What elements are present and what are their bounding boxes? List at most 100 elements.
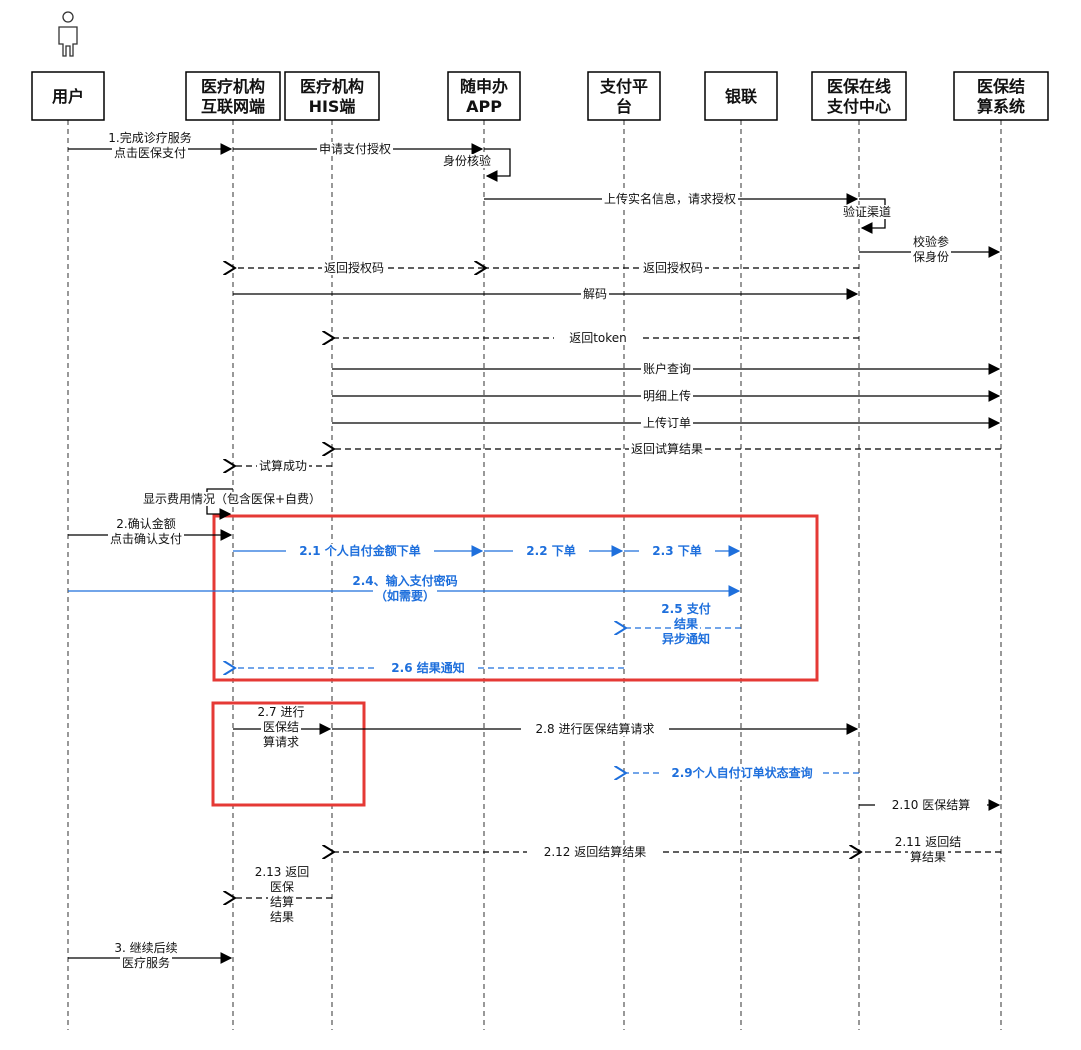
message-label: 上传实名信息，请求授权	[604, 191, 736, 206]
participant-title: 银联	[725, 87, 757, 106]
message-label: 点击确认支付	[110, 532, 182, 546]
message-label: 校验参	[913, 234, 949, 249]
message-arrow: 2.11 返回结算结果	[861, 835, 1001, 864]
participant-title: 支付中心	[826, 97, 891, 116]
participant-title: 互联网端	[201, 97, 265, 116]
message-label: 试算成功	[259, 458, 307, 473]
message-arrow: 账户查询	[332, 361, 1001, 376]
message-label: 2.13 返回	[255, 865, 310, 879]
message-arrow: 解码	[233, 287, 859, 301]
message-arrow: 返回授权码	[486, 260, 859, 275]
message-arrow: 2.10 医保结算	[859, 797, 1001, 812]
message-label: 2.确认金额	[116, 516, 175, 531]
message-label: 明细上传	[643, 388, 691, 403]
message-label: 验证渠道	[843, 204, 891, 219]
message-arrow: 返回token	[334, 331, 859, 345]
message-arrow: 验证渠道	[841, 198, 893, 234]
message-label: 2.8 进行医保结算请求	[536, 721, 655, 736]
participant-title: 医保结	[977, 77, 1025, 96]
message-label: 1.完成诊疗服务	[108, 130, 191, 145]
message-label: 2.5 支付	[661, 601, 710, 616]
message-label: 结果	[270, 910, 294, 924]
message-arrow: 2.3 下单	[624, 543, 741, 558]
message-arrow: 2.12 返回结算结果	[334, 844, 859, 859]
message-arrow: 试算成功	[235, 458, 332, 473]
message-label: 解码	[583, 287, 607, 301]
participant-title: 医疗机构	[300, 77, 364, 96]
message-label: 上传订单	[643, 415, 691, 430]
message-arrow: 2.4、输入支付密码（如需要）	[68, 573, 741, 603]
message-arrow: 明细上传	[332, 388, 1001, 403]
message-label: 2.7 进行	[258, 705, 305, 719]
message-arrow: 2.8 进行医保结算请求	[332, 721, 859, 736]
message-arrow: 2.1 个人自付金额下单	[233, 543, 484, 558]
message-label: 返回token	[569, 331, 627, 345]
participant-title: 医疗机构	[201, 77, 265, 96]
participant-title: APP	[466, 97, 502, 116]
message-arrow: 2.2 下单	[484, 543, 624, 558]
message-arrow: 2.7 进行医保结算请求	[233, 705, 332, 749]
message-label: 医保	[270, 880, 294, 894]
message-arrow: 申请支付授权	[233, 141, 484, 156]
participant-title: 支付平	[599, 77, 648, 96]
message-label: 申请支付授权	[319, 141, 391, 156]
message-label: 算请求	[263, 734, 299, 749]
message-arrow: 身份核验	[441, 148, 511, 182]
message-label: 医疗服务	[122, 955, 170, 970]
message-label: 2.11 返回结	[895, 835, 962, 849]
highlight-payment-flow	[212, 514, 819, 682]
message-arrow: 2.6 结果通知	[235, 660, 624, 675]
message-label: 3. 继续后续	[114, 941, 177, 955]
message-label: 结算	[270, 894, 294, 909]
message-label: 2.6 结果通知	[391, 660, 464, 675]
message-label: 2.10 医保结算	[892, 797, 971, 812]
participant-title: 随申办	[460, 77, 508, 96]
message-arrow: 上传实名信息，请求授权	[484, 191, 859, 206]
participant-title: HIS端	[309, 97, 356, 116]
message-arrow: 2.9个人自付订单状态查询	[626, 765, 859, 780]
participant-title: 用户	[52, 87, 84, 106]
message-label: 异步通知	[662, 631, 710, 646]
message-label: 2.1 个人自付金额下单	[299, 543, 420, 558]
message-arrow: 上传订单	[332, 415, 1001, 430]
message-arrow: 显示费用情况（包含医保+自费）	[140, 488, 324, 520]
message-label: 返回授权码	[643, 260, 703, 275]
message-label: 2.9个人自付订单状态查询	[671, 765, 812, 780]
message-label: （如需要）	[375, 588, 435, 603]
message-label: 算结果	[910, 849, 946, 864]
participant-title: 医保在线	[827, 77, 891, 96]
message-label: 2.12 返回结算结果	[544, 844, 647, 859]
participant-user: 用户	[31, 71, 105, 121]
message-label: 2.4、输入支付密码	[352, 573, 457, 588]
message-label: 点击医保支付	[114, 146, 186, 160]
actor-icon	[58, 11, 78, 57]
message-label: 2.3 下单	[652, 543, 701, 558]
message-label: 返回授权码	[324, 260, 384, 275]
participant-unionpay: 银联	[704, 71, 778, 121]
message-arrow: 返回试算结果	[334, 441, 1001, 456]
participant-title: 台	[616, 97, 632, 116]
message-label: 2.2 下单	[526, 543, 575, 558]
message-label: 保身份	[913, 249, 949, 264]
highlight-settlement-request	[211, 701, 366, 807]
message-label: 结果	[674, 616, 698, 631]
message-label: 医保结	[263, 720, 299, 734]
message-label: 返回试算结果	[631, 441, 703, 456]
message-label: 显示费用情况（包含医保+自费）	[143, 491, 321, 506]
message-label: 身份核验	[443, 153, 491, 168]
participant-title: 算系统	[977, 97, 1025, 116]
message-label: 账户查询	[643, 361, 691, 376]
